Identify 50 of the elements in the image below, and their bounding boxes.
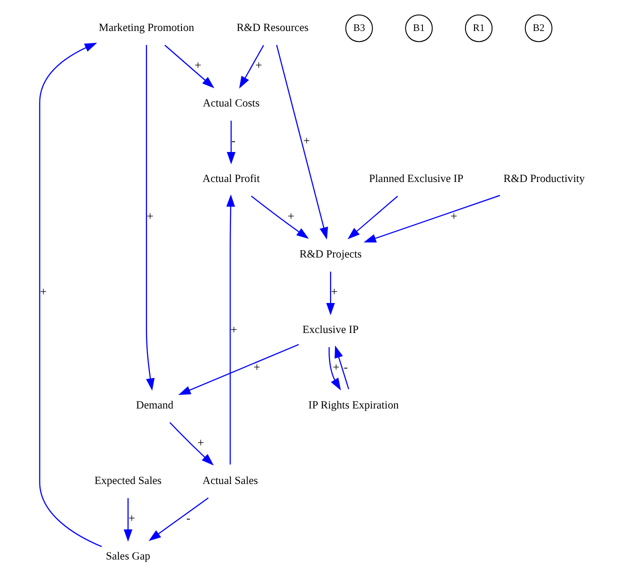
edge-label: + [146, 209, 154, 224]
edge-label: + [330, 284, 338, 299]
node-text: Actual Sales [202, 475, 258, 488]
node-text: Expected Sales [94, 475, 162, 488]
edge-label: + [39, 284, 46, 299]
node-text: Demand [136, 400, 173, 412]
arrow [238, 44, 264, 89]
node-text: R&D Productivity [503, 173, 584, 186]
arrow [226, 194, 234, 464]
arrow [164, 44, 214, 88]
edge-label: + [230, 322, 237, 336]
edge-label: - [230, 134, 235, 148]
arrow [145, 45, 154, 391]
arrow [250, 196, 308, 239]
node-text: Sales Gap [105, 550, 150, 563]
node-text: Actual Profit [202, 173, 260, 186]
edge-label: - [186, 511, 190, 526]
node-text: Planned Exclusive IP [368, 173, 463, 186]
label: R1 [472, 22, 484, 34]
arrow [363, 194, 500, 242]
edge-label: + [287, 209, 294, 224]
edge-label: + [450, 209, 457, 224]
edge-label: + [196, 436, 204, 450]
edge-label: + [253, 360, 260, 374]
arrow [168, 422, 214, 466]
node-text: IP Rights Expiration [308, 400, 398, 412]
node-text: Actual Costs [202, 98, 259, 110]
arrow [178, 344, 298, 395]
edge-label: + [194, 58, 201, 72]
arrow [328, 347, 340, 390]
node-text: R&D Resources [236, 22, 308, 34]
edge-label: + [302, 134, 310, 148]
node-text: Marketing Promotion [98, 22, 194, 34]
arrow [226, 120, 235, 164]
arrow [326, 272, 334, 316]
edge-label: + [254, 58, 262, 72]
arrow [347, 196, 398, 240]
label: B1 [412, 22, 424, 34]
arrow [334, 346, 349, 390]
arrow [123, 498, 132, 542]
arrow [276, 44, 328, 240]
node-text: Exclusive IP [302, 324, 358, 336]
label: B3 [352, 22, 365, 34]
arrow [148, 497, 208, 541]
edge-label: + [128, 511, 135, 526]
label: B2 [532, 22, 544, 34]
arrow [38, 42, 102, 548]
node-text: R&D Projects [298, 248, 362, 261]
edge-label: + [332, 360, 339, 374]
edge-label: - [343, 360, 348, 374]
